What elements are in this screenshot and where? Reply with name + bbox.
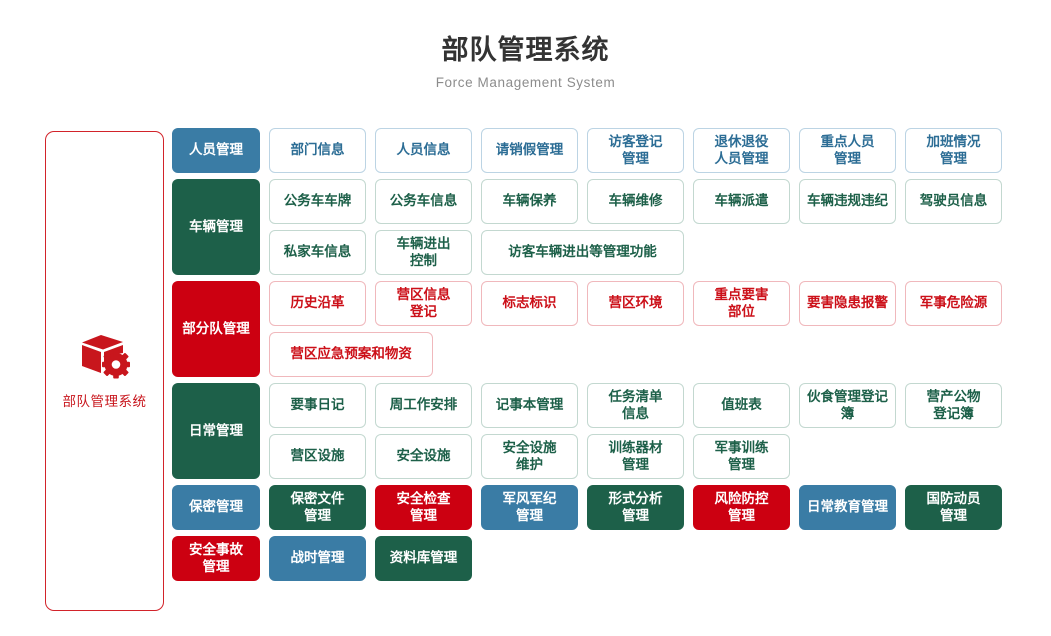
section-header-4[interactable]: 保密管理: [172, 485, 260, 530]
module-tile[interactable]: 形式分析 管理: [587, 485, 684, 530]
module-tile[interactable]: 伙食管理登记簿: [799, 383, 896, 428]
module-tile[interactable]: 保密文件 管理: [269, 485, 366, 530]
section-body: 公务车车牌公务车信息车辆保养车辆维修车辆派遣车辆违规违纪驾驶员信息私家车信息车辆…: [269, 179, 1010, 275]
module-tile[interactable]: 公务车车牌: [269, 179, 366, 224]
module-tile[interactable]: 安全检查 管理: [375, 485, 472, 530]
module-tile[interactable]: 要事日记: [269, 383, 366, 428]
module-tile[interactable]: 车辆维修: [587, 179, 684, 224]
module-tile[interactable]: 任务清单 信息: [587, 383, 684, 428]
module-tile[interactable]: 营区应急预案和物资: [269, 332, 434, 377]
module-grid: 人员管理部门信息人员信息请销假管理访客登记 管理退休退役 人员管理重点人员 管理…: [172, 128, 1010, 587]
module-tile[interactable]: 训练器材 管理: [587, 434, 684, 479]
module-tile[interactable]: 国防动员 管理: [905, 485, 1002, 530]
module-tile[interactable]: 私家车信息: [269, 230, 366, 275]
module-tile[interactable]: 营区设施: [269, 434, 366, 479]
module-tile[interactable]: 车辆进出 控制: [375, 230, 472, 275]
module-tile[interactable]: 军事训练 管理: [693, 434, 790, 479]
module-tile[interactable]: 周工作安排: [375, 383, 472, 428]
section-subrow: 营区设施安全设施安全设施 维护训练器材 管理军事训练 管理: [269, 434, 1010, 479]
module-tile[interactable]: 值班表: [693, 383, 790, 428]
module-tile[interactable]: 安全设施: [375, 434, 472, 479]
module-tile[interactable]: 记事本管理: [481, 383, 578, 428]
section-subrow: 战时管理资料库管理: [269, 536, 1010, 581]
cube-gear-icon: [79, 333, 131, 380]
section-header-1[interactable]: 车辆管理: [172, 179, 260, 275]
module-tile[interactable]: 标志标识: [481, 281, 578, 326]
section-body: 要事日记周工作安排记事本管理任务清单 信息值班表伙食管理登记簿营产公物 登记簿营…: [269, 383, 1010, 479]
module-tile[interactable]: 访客登记 管理: [587, 128, 684, 173]
section-header-0[interactable]: 人员管理: [172, 128, 260, 173]
module-tile[interactable]: 重点要害 部位: [693, 281, 790, 326]
module-tile[interactable]: 军事危险源: [905, 281, 1002, 326]
section-header-3[interactable]: 日常管理: [172, 383, 260, 479]
module-section: 人员管理部门信息人员信息请销假管理访客登记 管理退休退役 人员管理重点人员 管理…: [172, 128, 1010, 173]
module-tile[interactable]: 资料库管理: [375, 536, 472, 581]
page-title: 部队管理系统: [441, 35, 610, 65]
page-subtitle: Force Management System: [435, 74, 616, 90]
module-tile[interactable]: 车辆违规违纪: [799, 179, 896, 224]
section-body: 战时管理资料库管理: [269, 536, 1010, 581]
sidebar-label: 部队管理系统: [62, 393, 147, 409]
module-tile[interactable]: 车辆派遣: [693, 179, 790, 224]
module-tile[interactable]: 访客车辆进出等管理功能: [481, 230, 684, 275]
module-tile[interactable]: 历史沿革: [269, 281, 366, 326]
section-body: 历史沿革营区信息 登记标志标识营区环境重点要害 部位要害隐患报警军事危险源营区应…: [269, 281, 1010, 377]
module-section: 保密管理保密文件 管理安全检查 管理军风军纪 管理形式分析 管理风险防控 管理日…: [172, 485, 1010, 530]
module-tile[interactable]: 车辆保养: [481, 179, 578, 224]
module-tile[interactable]: 部门信息: [269, 128, 366, 173]
module-tile[interactable]: 重点人员 管理: [799, 128, 896, 173]
module-tile[interactable]: 军风军纪 管理: [481, 485, 578, 530]
sidebar-panel[interactable]: 部队管理系统: [45, 131, 164, 611]
section-subrow: 历史沿革营区信息 登记标志标识营区环境重点要害 部位要害隐患报警军事危险源: [269, 281, 1010, 326]
module-tile[interactable]: 驾驶员信息: [905, 179, 1002, 224]
page-header: 部队管理系统 Force Management System: [0, 34, 1051, 90]
section-subrow: 保密文件 管理安全检查 管理军风军纪 管理形式分析 管理风险防控 管理日常教育管…: [269, 485, 1010, 530]
module-tile[interactable]: 营区环境: [587, 281, 684, 326]
section-subrow: 私家车信息车辆进出 控制访客车辆进出等管理功能: [269, 230, 1010, 275]
module-tile[interactable]: 安全设施 维护: [481, 434, 578, 479]
module-tile[interactable]: 退休退役 人员管理: [693, 128, 790, 173]
module-tile[interactable]: 战时管理: [269, 536, 366, 581]
module-tile[interactable]: 加班情况 管理: [905, 128, 1002, 173]
module-tile[interactable]: 营产公物 登记簿: [905, 383, 1002, 428]
module-tile[interactable]: 要害隐患报警: [799, 281, 896, 326]
module-section: 部分队管理历史沿革营区信息 登记标志标识营区环境重点要害 部位要害隐患报警军事危…: [172, 281, 1010, 377]
module-section: 车辆管理公务车车牌公务车信息车辆保养车辆维修车辆派遣车辆违规违纪驾驶员信息私家车…: [172, 179, 1010, 275]
module-tile[interactable]: 营区信息 登记: [375, 281, 472, 326]
section-subrow: 营区应急预案和物资: [269, 332, 1010, 377]
section-body: 保密文件 管理安全检查 管理军风军纪 管理形式分析 管理风险防控 管理日常教育管…: [269, 485, 1010, 530]
section-subrow: 公务车车牌公务车信息车辆保养车辆维修车辆派遣车辆违规违纪驾驶员信息: [269, 179, 1010, 224]
section-body: 部门信息人员信息请销假管理访客登记 管理退休退役 人员管理重点人员 管理加班情况…: [269, 128, 1010, 173]
module-tile[interactable]: 请销假管理: [481, 128, 578, 173]
module-tile[interactable]: 风险防控 管理: [693, 485, 790, 530]
section-header-2[interactable]: 部分队管理: [172, 281, 260, 377]
section-header-5[interactable]: 安全事故 管理: [172, 536, 260, 581]
module-section: 安全事故 管理战时管理资料库管理: [172, 536, 1010, 581]
module-tile[interactable]: 日常教育管理: [799, 485, 896, 530]
section-subrow: 部门信息人员信息请销假管理访客登记 管理退休退役 人员管理重点人员 管理加班情况…: [269, 128, 1010, 173]
module-tile[interactable]: 人员信息: [375, 128, 472, 173]
section-subrow: 要事日记周工作安排记事本管理任务清单 信息值班表伙食管理登记簿营产公物 登记簿: [269, 383, 1010, 428]
module-section: 日常管理要事日记周工作安排记事本管理任务清单 信息值班表伙食管理登记簿营产公物 …: [172, 383, 1010, 479]
module-tile[interactable]: 公务车信息: [375, 179, 472, 224]
